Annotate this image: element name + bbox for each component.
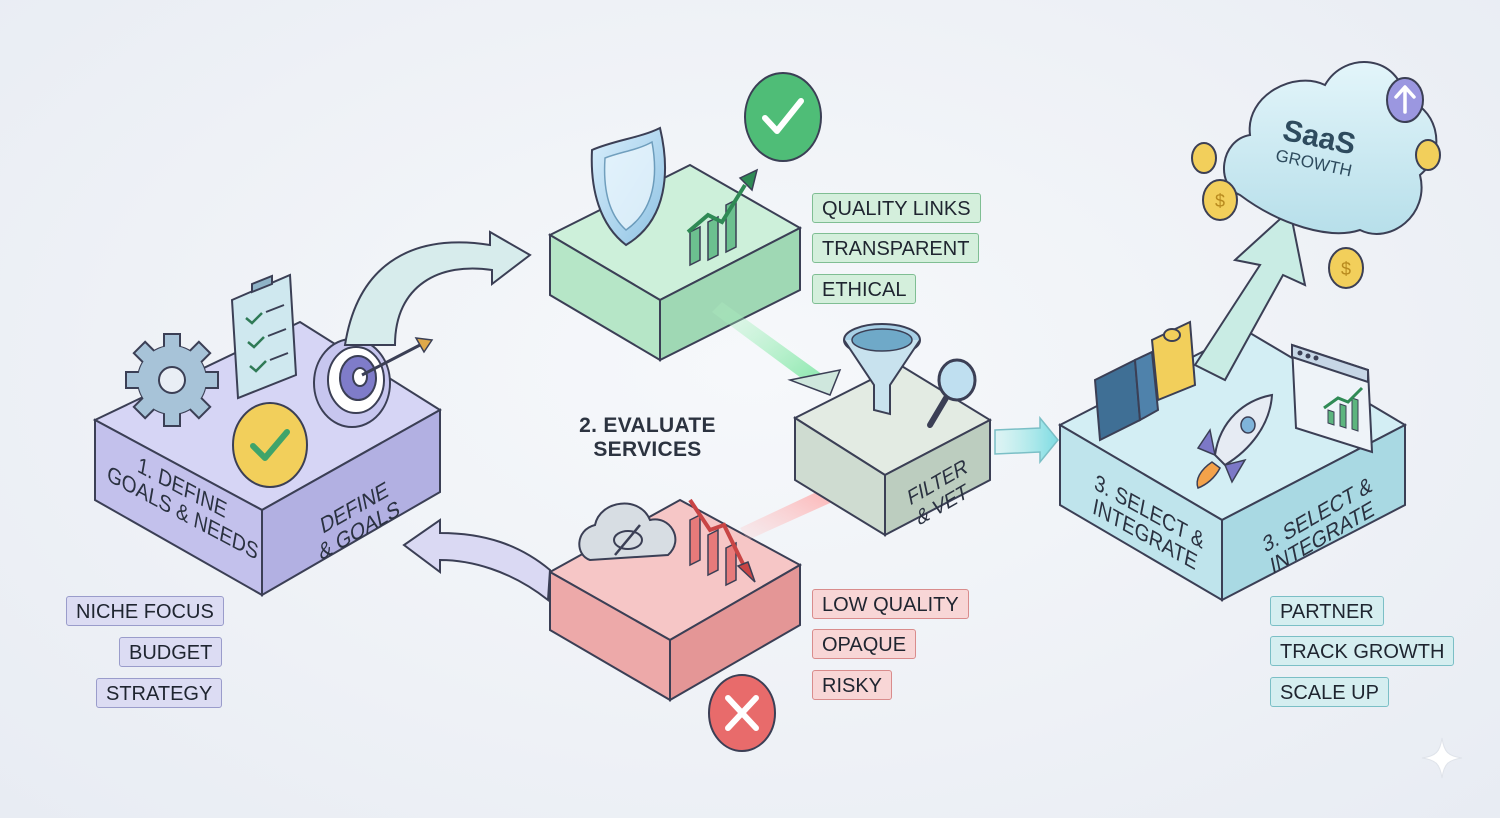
tag-opaque: OPAQUE — [812, 629, 917, 659]
coin-icon: $ — [1328, 247, 1364, 289]
coin-icon — [1415, 139, 1441, 171]
rejected-x-icon — [708, 674, 776, 752]
upload-arrow-icon — [1386, 77, 1424, 123]
rocket-icon — [1196, 393, 1274, 489]
tag-low-quality: LOW QUALITY — [812, 589, 969, 619]
approved-check-icon — [744, 72, 822, 162]
gear-icon — [125, 333, 219, 427]
growth-arrow-icon — [1193, 208, 1307, 382]
hidden-cloud-icon — [578, 502, 677, 562]
green-arrowhead — [787, 368, 842, 396]
shield-icon — [590, 126, 666, 247]
tag-scale-up: SCALE UP — [1270, 677, 1389, 707]
arrow-to-evaluate — [343, 230, 532, 346]
red-platform — [547, 498, 803, 702]
tag-transparent: TRANSPARENT — [812, 233, 980, 263]
tag-niche-focus: NICHE FOCUS — [66, 596, 224, 626]
evaluate-title-line2: SERVICES — [593, 438, 702, 461]
magnifier-icon — [927, 358, 977, 428]
rising-chart-icon — [686, 168, 759, 267]
check-coin-icon — [232, 402, 308, 488]
coin-icon: $ — [1202, 179, 1238, 221]
evaluate-title: 2. EVALUATE SERVICES — [560, 414, 735, 462]
arrow-back-to-define — [402, 518, 552, 602]
funnel-icon — [843, 323, 921, 416]
dashboard-window-icon — [1290, 343, 1374, 454]
green-beam — [712, 302, 830, 392]
teal-arrow — [994, 415, 1059, 465]
svg-text:$: $ — [1341, 259, 1351, 279]
sparkle-icon — [1421, 737, 1463, 779]
tag-risky: RISKY — [812, 670, 893, 700]
tag-quality-links: QUALITY LINKS — [812, 193, 981, 223]
falling-chart-icon — [688, 498, 756, 587]
tag-track-growth: TRACK GROWTH — [1270, 636, 1455, 666]
svg-text:$: $ — [1215, 191, 1225, 211]
tag-partner: PARTNER — [1270, 596, 1384, 626]
green-platform — [547, 163, 803, 362]
tag-budget: BUDGET — [119, 637, 223, 667]
coin-icon — [1191, 142, 1217, 174]
clipboard-icon — [230, 273, 298, 400]
tag-strategy: STRATEGY — [96, 678, 223, 708]
puzzle-icon — [1093, 320, 1197, 442]
evaluate-title-line1: 2. EVALUATE — [579, 414, 716, 437]
target-icon — [313, 337, 434, 428]
tag-ethical: ETHICAL — [812, 274, 917, 304]
